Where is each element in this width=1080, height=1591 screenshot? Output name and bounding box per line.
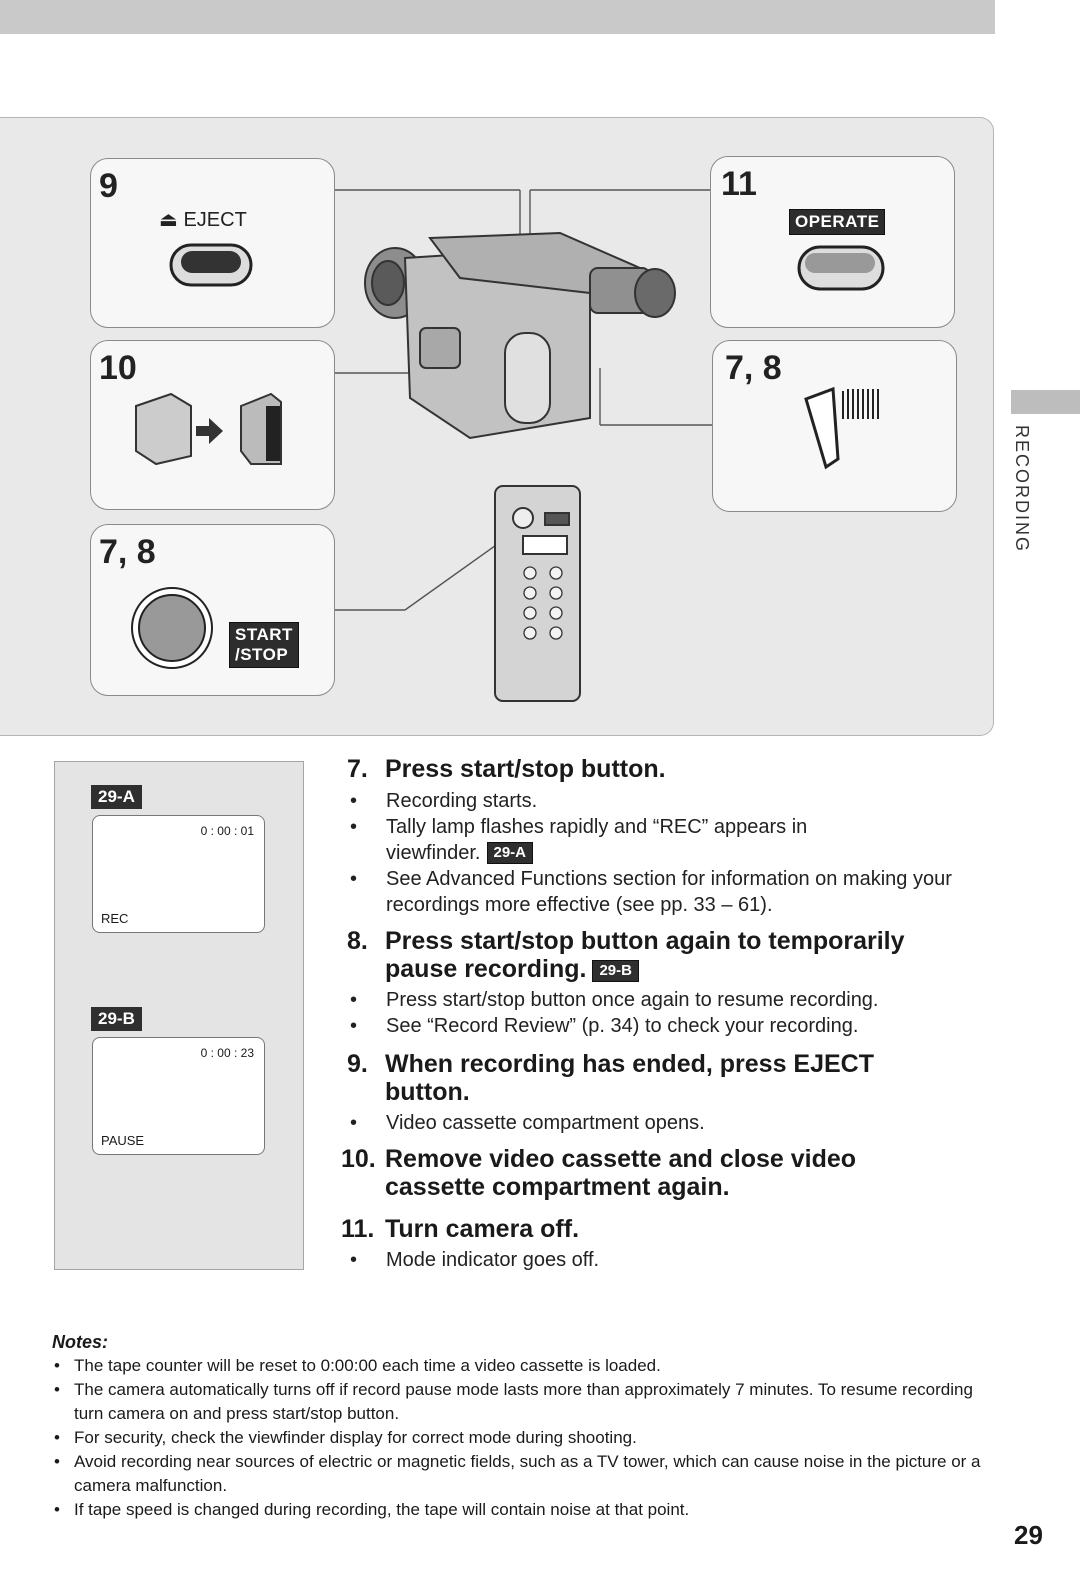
step-11-heading: 11. Turn camera off. xyxy=(341,1215,579,1243)
notes-title: Notes: xyxy=(52,1332,109,1352)
step-number-7-8-tape: 7, 8 xyxy=(725,349,782,387)
viewfinder-display-a: 0 : 00 : 01 REC xyxy=(92,815,265,933)
eject-label: ⏏ EJECT xyxy=(159,207,247,232)
stop-label-line: /STOP xyxy=(235,645,289,664)
illustration-panel: 9 ⏏ EJECT 10 7, 8 START /STOP xyxy=(0,117,994,736)
viewfinder-tag-b: 29-B xyxy=(91,1007,142,1031)
remote-control-icon xyxy=(494,485,581,702)
step-number-9: 9 xyxy=(99,167,118,205)
bullet-text: viewfinder. xyxy=(386,842,481,864)
bullet-text: See “Record Review” (p. 34) to check you… xyxy=(386,1015,859,1037)
callout-operate: 11 OPERATE xyxy=(710,156,955,328)
callout-cassette: 10 xyxy=(90,340,335,510)
bullet-text: Tally lamp flashes rapidly and “REC” app… xyxy=(386,816,808,838)
start-stop-button-icon[interactable] xyxy=(127,583,217,673)
operate-switch-icon[interactable] xyxy=(791,239,891,299)
start-label-line: START xyxy=(235,625,293,644)
eject-button-icon[interactable] xyxy=(163,237,263,297)
step-number-7-8: 7, 8 xyxy=(99,533,156,571)
step-7-title: Press start/stop button. xyxy=(385,755,666,783)
step-number-10: 10 xyxy=(99,349,137,387)
eject-icon: ⏏ xyxy=(159,209,178,231)
callout-startstop: 7, 8 START /STOP xyxy=(90,524,335,696)
note-text: For security, check the viewfinder displ… xyxy=(74,1428,637,1447)
note-item: •The camera automatically turns off if r… xyxy=(54,1380,973,1423)
step-11-number: 11. xyxy=(341,1215,375,1243)
note-text: The tape counter will be reset to 0:00:0… xyxy=(74,1356,661,1375)
step-10-heading: 10. Remove video cassette and close vide… xyxy=(341,1145,856,1201)
viewfinder-tag-a: 29-A xyxy=(91,785,142,809)
note-text: If tape speed is changed during recordin… xyxy=(74,1500,690,1519)
step-9-number: 9. xyxy=(347,1050,368,1078)
viewfinder-panel: 29-A 0 : 00 : 01 REC 29-B 0 : 00 : 23 PA… xyxy=(54,761,304,1270)
tape-counter-a: 0 : 00 : 01 xyxy=(200,824,254,838)
notes-section: Notes: •The tape counter will be reset t… xyxy=(52,1330,997,1522)
camcorder-icon xyxy=(364,231,676,440)
step-8-title: Press start/stop button again to tempora… xyxy=(385,927,905,983)
note-text: Avoid recording near sources of electric… xyxy=(74,1452,981,1495)
mode-indicator-b: PAUSE xyxy=(101,1133,145,1148)
bullet-text: Video cassette compartment opens. xyxy=(386,1112,705,1134)
note-text: The camera automatically turns off if re… xyxy=(74,1380,973,1423)
eject-label-text: EJECT xyxy=(183,209,247,231)
note-item: •The tape counter will be reset to 0:00:… xyxy=(54,1356,661,1375)
step-10-title: Remove video cassette and close video ca… xyxy=(385,1145,857,1201)
operate-label: OPERATE xyxy=(789,209,886,235)
step-7-number: 7. xyxy=(347,755,368,783)
note-item: •Avoid recording near sources of electri… xyxy=(54,1452,981,1495)
section-tab-marker xyxy=(1011,390,1080,414)
ref-tag-29b[interactable]: 29-B xyxy=(592,960,639,982)
top-gray-band xyxy=(0,0,995,34)
note-item: •If tape speed is changed during recordi… xyxy=(54,1500,690,1519)
bullet-text: Press start/stop button once again to re… xyxy=(386,989,879,1011)
cassette-insert-icon xyxy=(135,392,282,466)
step-11-title: Turn camera off. xyxy=(385,1215,580,1243)
step-9-title: When recording has ended, press EJECT bu… xyxy=(385,1050,875,1106)
bullet-text: Mode indicator goes off. xyxy=(386,1249,600,1271)
section-tab-label: RECORDING xyxy=(1012,425,1032,554)
step-7-heading: 7. Press start/stop button. xyxy=(347,755,666,783)
step-8-heading: 8. Press start/stop button again to temp… xyxy=(347,927,905,983)
step-9-heading: 9. When recording has ended, press EJECT… xyxy=(347,1050,874,1106)
tape-counter-b: 0 : 00 : 23 xyxy=(200,1046,254,1060)
callout-tape: 7, 8 xyxy=(712,340,957,512)
camcorder-illustration xyxy=(334,189,712,702)
ref-tag-29a[interactable]: 29-A xyxy=(486,842,534,864)
step-10-number: 10. xyxy=(341,1145,376,1173)
bullet-text: Recording starts. xyxy=(386,790,538,812)
bullet-text: See Advanced Functions section for infor… xyxy=(386,868,952,916)
step-number-11: 11 xyxy=(721,165,757,203)
tape-pointer-icon xyxy=(804,386,879,470)
note-item: •For security, check the viewfinder disp… xyxy=(54,1428,637,1447)
page-number: 29 xyxy=(1014,1520,1043,1550)
callout-eject: 9 ⏏ EJECT xyxy=(90,158,335,328)
start-stop-label: START /STOP xyxy=(229,622,299,668)
mode-indicator-a: REC xyxy=(101,911,129,926)
viewfinder-display-b: 0 : 00 : 23 PAUSE xyxy=(92,1037,265,1155)
step-8-number: 8. xyxy=(347,927,368,955)
